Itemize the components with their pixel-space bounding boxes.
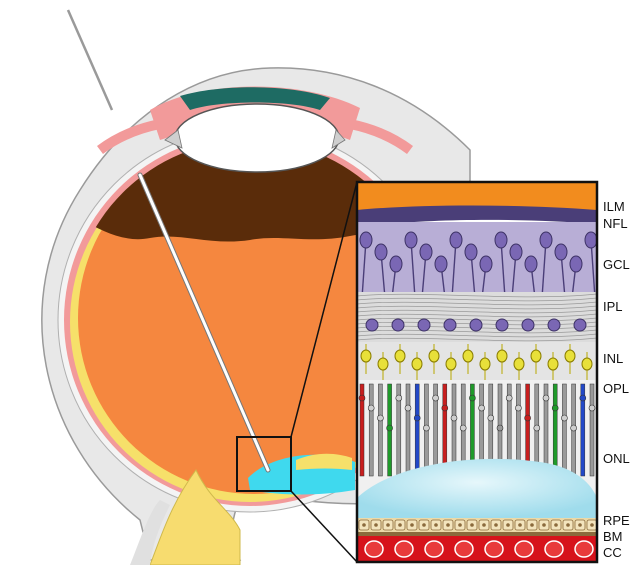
- label-onl: ONL: [603, 452, 630, 466]
- bipolar-cell: [582, 358, 592, 370]
- bipolar-cell: [429, 350, 439, 362]
- bipolar-cell: [565, 350, 575, 362]
- label-nfl: NFL: [603, 217, 628, 231]
- bipolar-cell: [480, 358, 490, 370]
- layer-inl: [357, 342, 597, 380]
- ganglion-cell: [450, 232, 462, 248]
- ganglion-cell: [525, 256, 537, 272]
- bipolar-cell: [463, 350, 473, 362]
- ganglion-cell: [555, 244, 567, 260]
- label-ilm: ILM: [603, 200, 625, 214]
- bipolar-cell: [378, 358, 388, 370]
- bipolar-cell: [548, 358, 558, 370]
- bipolar-cell: [412, 358, 422, 370]
- label-rpe: RPE: [603, 514, 630, 528]
- ganglion-cell: [495, 232, 507, 248]
- instrument-needle: [68, 10, 112, 110]
- ganglion-cell: [480, 256, 492, 272]
- label-inl: INL: [603, 352, 623, 366]
- bipolar-cell: [497, 350, 507, 362]
- ganglion-cell: [585, 232, 597, 248]
- bipolar-cell: [514, 358, 524, 370]
- bipolar-cell: [361, 350, 371, 362]
- bipolar-cell: [531, 350, 541, 362]
- ganglion-cell: [360, 232, 372, 248]
- label-ipl: IPL: [603, 300, 623, 314]
- ganglion-cell: [390, 256, 402, 272]
- bipolar-cell: [446, 358, 456, 370]
- lens: [175, 104, 339, 172]
- ganglion-cell: [420, 244, 432, 260]
- bipolar-cell: [395, 350, 405, 362]
- ganglion-cell: [375, 244, 387, 260]
- ganglion-cell: [510, 244, 522, 260]
- ganglion-cell: [540, 232, 552, 248]
- ganglion-cell: [570, 256, 582, 272]
- layer-bm: [357, 532, 597, 536]
- label-cc: CC: [603, 546, 622, 560]
- label-opl: OPL: [603, 382, 629, 396]
- ganglion-cell: [465, 244, 477, 260]
- ganglion-cell: [435, 256, 447, 272]
- ganglion-cell: [405, 232, 417, 248]
- label-bm: BM: [603, 530, 623, 544]
- label-gcl: GCL: [603, 258, 630, 272]
- retina-inset: [357, 182, 597, 562]
